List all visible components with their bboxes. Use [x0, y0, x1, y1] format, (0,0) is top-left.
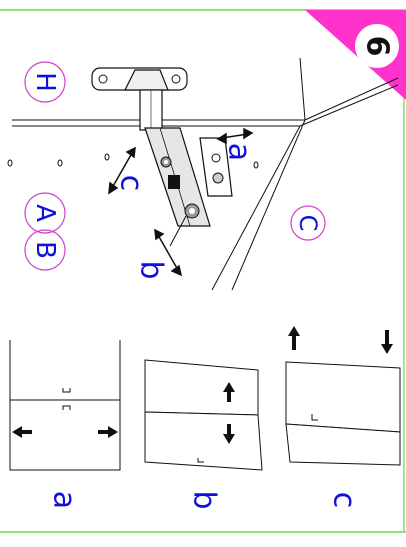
hinge-slot — [168, 175, 180, 189]
panel-a: a — [9, 340, 121, 509]
label-c: c — [114, 175, 149, 192]
adjust-arrow-b — [154, 215, 187, 277]
panel-a-arrows — [12, 426, 118, 438]
step-badge-circle — [355, 24, 399, 68]
label-C: C — [294, 215, 322, 232]
circled-H: H — [24, 61, 66, 103]
step-number: 6 — [360, 36, 395, 57]
circled-B: B — [24, 229, 66, 271]
panel-c-hinge-mark — [311, 414, 318, 421]
hinge-body — [144, 127, 211, 227]
panel-c-arrows — [288, 326, 393, 354]
panel-a-hinge-marks — [62, 388, 71, 410]
circled-A: A — [24, 192, 66, 234]
label-a: a — [222, 143, 257, 161]
panel-a-label: a — [47, 491, 82, 509]
adjust-arrow-c — [108, 146, 136, 195]
circled-C: C — [290, 205, 326, 241]
label-b: b — [134, 260, 169, 279]
label-H: H — [30, 72, 60, 92]
panel-b: b — [144, 359, 263, 510]
wall-holes — [7, 153, 259, 169]
label-A: A — [30, 204, 60, 222]
panel-b-label: b — [187, 490, 222, 509]
panel-c: c — [285, 326, 401, 509]
panel-b-hinge-mark — [197, 458, 204, 463]
adjust-arrow-a — [216, 127, 254, 145]
panel-c-label: c — [327, 492, 362, 509]
hinge-arm — [91, 67, 188, 131]
adjust-labels: a c b — [114, 143, 257, 280]
panel-b-arrows — [223, 382, 235, 444]
mounting-plate — [199, 137, 233, 197]
label-B: B — [30, 241, 60, 259]
